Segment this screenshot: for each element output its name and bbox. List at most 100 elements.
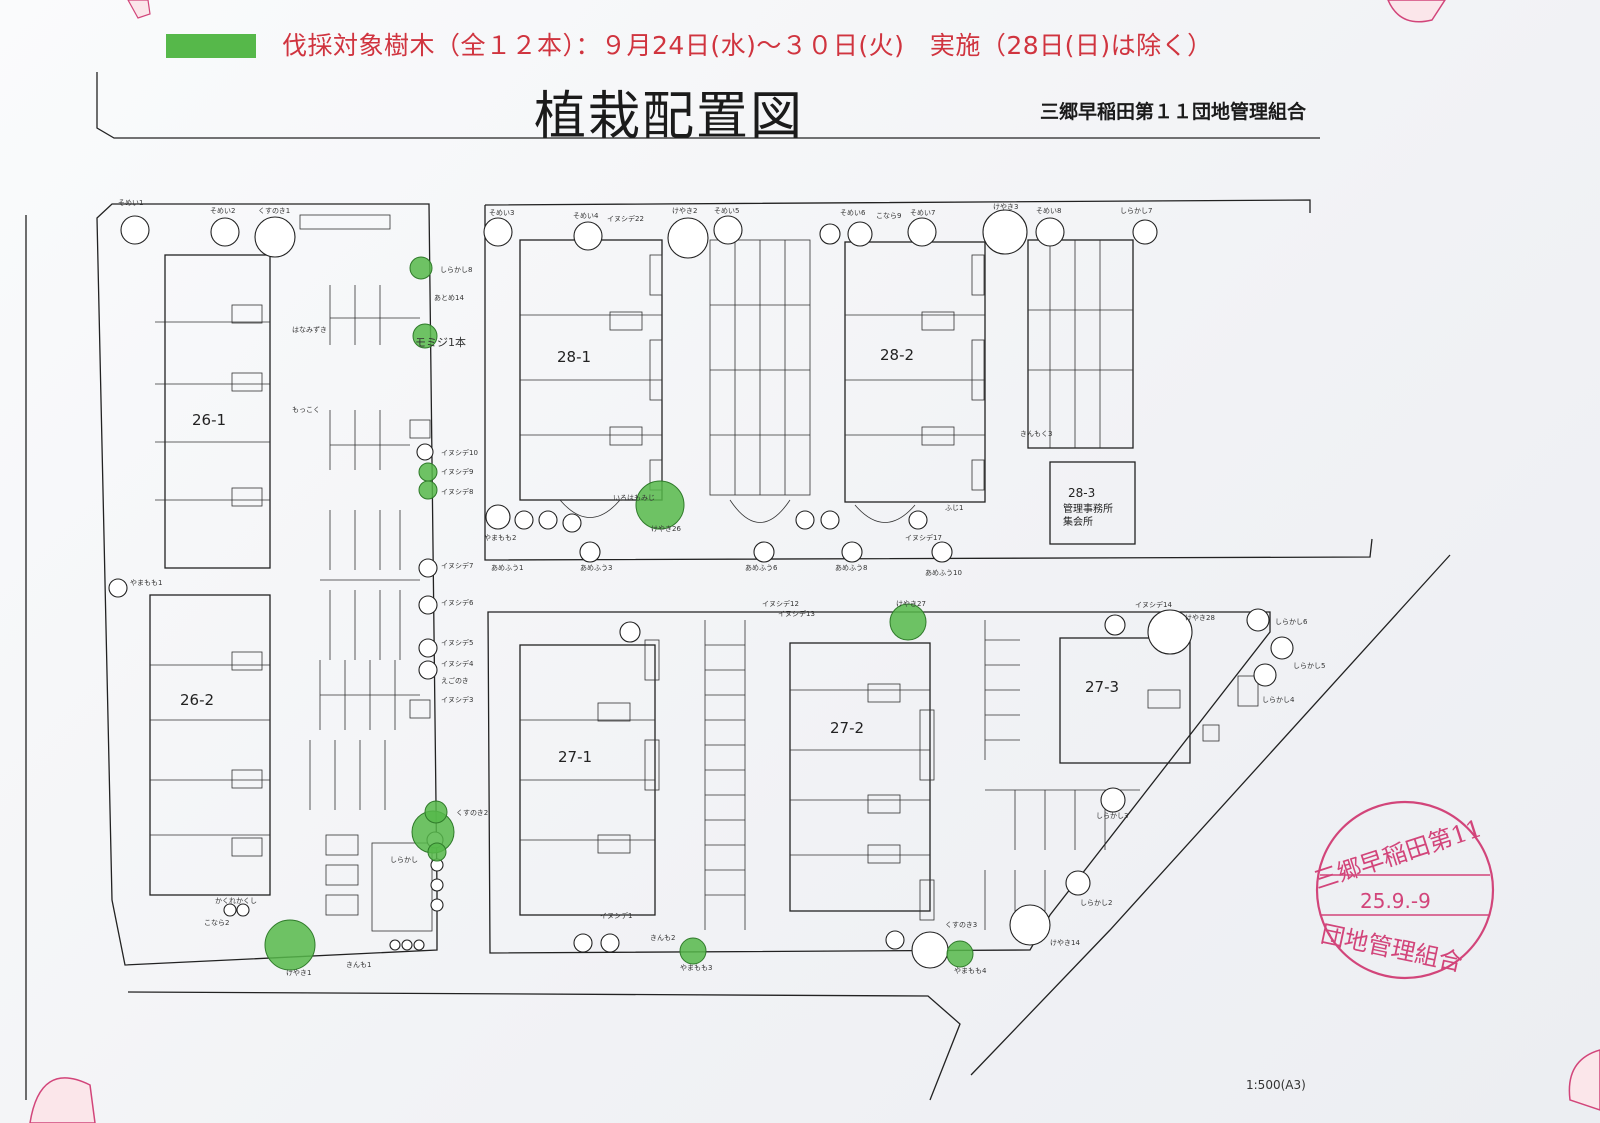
svg-text:あめふう1: あめふう1	[491, 564, 523, 572]
svg-text:イヌシデ9: イヌシデ9	[441, 467, 473, 476]
organization-name: 三郷早稲田第１１団地管理組合	[1040, 101, 1307, 123]
svg-text:イヌシデ17: イヌシデ17	[905, 533, 942, 542]
svg-text:しらかし2: しらかし2	[1080, 899, 1112, 907]
building-28-1-outline	[519, 239, 663, 501]
block-26-boundary	[96, 203, 438, 966]
legend-swatch-felling-target	[166, 34, 256, 58]
page-title: 植栽配置図	[534, 87, 805, 147]
building-28-2-outline	[844, 241, 986, 503]
building-26-2-units	[150, 664, 270, 836]
svg-text:しらかし6: しらかし6	[1275, 618, 1308, 626]
svg-text:イヌシデ13: イヌシデ13	[778, 609, 815, 618]
building-label-26-2: 26-2	[180, 691, 214, 709]
svg-text:くすのき2: くすのき2	[456, 809, 488, 817]
svg-text:しらかし7: しらかし7	[1120, 207, 1152, 215]
svg-text:こなら9: こなら9	[876, 212, 901, 220]
svg-text:イヌシデ6: イヌシデ6	[441, 598, 474, 607]
svg-text:イヌシデ12: イヌシデ12	[762, 599, 799, 608]
svg-text:きんも2: きんも2	[650, 934, 675, 942]
facility-label-hall: 集会所	[1063, 515, 1093, 528]
svg-text:くすのき3: くすのき3	[945, 921, 977, 929]
svg-text:あめふう3: あめふう3	[580, 564, 612, 572]
title-frame	[96, 72, 1320, 139]
building-26-2-outline	[149, 594, 271, 896]
stairwells-27	[597, 639, 1181, 921]
building-28-1-units	[520, 314, 662, 436]
svg-text:けやき28: けやき28	[1185, 614, 1215, 622]
road-north	[484, 199, 1311, 213]
svg-text:しらかし5: しらかし5	[1293, 662, 1325, 670]
svg-text:やまもも1: やまもも1	[130, 579, 162, 587]
building-label-27-2: 27-2	[830, 719, 864, 737]
seal-date: 25.9.-9	[1360, 889, 1431, 913]
svg-text:あめふう10: あめふう10	[925, 569, 962, 577]
svg-text:いろはもみじ: いろはもみじ	[613, 494, 655, 502]
svg-text:イヌシデ7: イヌシデ7	[441, 561, 473, 570]
building-28-3-outline	[1049, 461, 1136, 545]
svg-text:ふじ1: ふじ1	[945, 504, 963, 512]
facility-label-office: 管理事務所	[1063, 502, 1113, 515]
building-27-2-units	[790, 689, 930, 856]
scale-label: 1:500(A3)	[1246, 1078, 1306, 1092]
parking-28	[559, 239, 1133, 523]
building-26-1-outline	[164, 254, 271, 569]
building-27-2-outline	[789, 642, 931, 912]
ordinary-trees	[108, 209, 1294, 969]
building-label-28-1: 28-1	[557, 348, 591, 366]
building-27-1-units	[520, 719, 655, 841]
svg-text:かくれかくし: かくれかくし	[215, 897, 257, 905]
building-label-27-1: 27-1	[558, 748, 592, 766]
seal-top-text: 三郷早稲田第11	[1311, 814, 1486, 895]
building-label-27-3: 27-3	[1085, 678, 1119, 696]
svg-text:しらかし8: しらかし8	[440, 266, 472, 274]
building-label-26-1: 26-1	[192, 411, 226, 429]
building-label-28-3: 28-3	[1068, 486, 1095, 500]
svg-text:イヌシデ8: イヌシデ8	[441, 487, 473, 496]
svg-text:モミジ1本: モミジ1本	[415, 335, 466, 349]
building-26-1-units	[155, 321, 270, 501]
block-27-boundary	[487, 611, 1271, 954]
svg-text:しらかし3: しらかし3	[1096, 812, 1128, 820]
svg-text:けやき14: けやき14	[1050, 939, 1080, 947]
seal-bottom-text: 団地管理組合	[1318, 920, 1465, 977]
svg-text:くすのき1: くすのき1	[258, 207, 290, 215]
stairwells-28	[609, 254, 985, 491]
svg-text:そめい3: そめい3	[489, 209, 514, 217]
svg-text:イヌシデ5: イヌシデ5	[441, 638, 473, 647]
svg-text:きんもく3: きんもく3	[1020, 430, 1052, 438]
parking-26	[299, 214, 433, 932]
parking-27	[704, 620, 1259, 930]
svg-text:やまもも2: やまもも2	[484, 534, 516, 542]
svg-text:あとめ14: あとめ14	[434, 294, 464, 302]
svg-text:はなみずき: はなみずき	[292, 325, 327, 334]
felling-target-trees	[264, 256, 974, 971]
svg-text:あめふう6: あめふう6	[745, 564, 778, 572]
block-28-east-parking-frame	[1027, 239, 1134, 449]
svg-text:やまもも3: やまもも3	[680, 964, 712, 972]
svg-text:そめい8: そめい8	[1036, 207, 1061, 215]
svg-text:あめふう8: あめふう8	[835, 564, 867, 572]
road-east	[970, 554, 1451, 1076]
svg-text:けやき1: けやき1	[286, 969, 311, 977]
block-28-boundary	[484, 205, 1373, 561]
svg-text:きんも1: きんも1	[346, 961, 371, 969]
felling-notice: 伐採対象樹木（全１２本）：９月24日(水)～３０日(火) 実施（28日(日)は除…	[282, 31, 1213, 60]
building-27-3-outline	[1059, 637, 1191, 764]
svg-text:けやき26: けやき26	[651, 525, 681, 533]
svg-text:しらかし4: しらかし4	[1262, 696, 1295, 704]
svg-text:やまもも4: やまもも4	[954, 967, 987, 975]
svg-text:けやき3: けやき3	[993, 203, 1018, 211]
building-28-2-units	[845, 314, 985, 436]
svg-text:イヌシデ10: イヌシデ10	[441, 448, 478, 457]
svg-text:そめい6: そめい6	[840, 209, 866, 217]
svg-text:こなら2: こなら2	[204, 919, 229, 927]
svg-text:けやき27: けやき27	[896, 600, 926, 608]
svg-text:イヌシデ3: イヌシデ3	[441, 695, 473, 704]
road-south	[127, 991, 961, 1101]
stairwells-26	[231, 304, 263, 857]
svg-text:イヌシデ14: イヌシデ14	[1135, 600, 1172, 609]
svg-text:イヌシデ22: イヌシデ22	[607, 214, 644, 223]
svg-text:イヌシデ4: イヌシデ4	[441, 659, 474, 668]
